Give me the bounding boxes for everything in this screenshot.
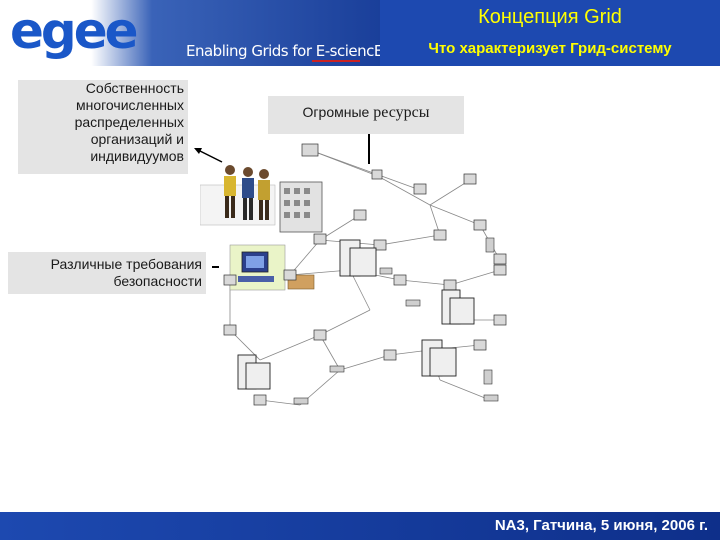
secure-workstation-icon (229, 244, 315, 291)
people-illustration (200, 165, 276, 226)
slide-header: egee Enabling Grids for E-sciencE Концеп… (0, 0, 720, 66)
title-banner: Концепция Grid Что характеризует Грид-си… (380, 0, 720, 66)
logo-banner: egee Enabling Grids for E-sciencE (0, 0, 383, 66)
logo-tagline: Enabling Grids for E-sciencE (186, 42, 383, 60)
resources-prefix: Огромные (302, 104, 370, 120)
security-line: Различные требования (50, 256, 202, 272)
ownership-line: распределенных (74, 114, 184, 130)
ownership-callout: Собственность многочисленных распределен… (18, 80, 188, 174)
ownership-line: индивидуумов (90, 148, 184, 164)
grid-network-diagram (200, 143, 507, 406)
footer-caption: NA3, Гатчина, 5 июня, 2006 г. (494, 517, 708, 534)
ownership-line: многочисленных (75, 97, 184, 113)
server-tower-icons (237, 239, 475, 390)
slide-title: Концепция Grid (478, 6, 622, 28)
building-icon (279, 181, 323, 233)
ownership-arrow (194, 148, 223, 163)
peripheral-icons (293, 237, 499, 405)
computer-icons (223, 143, 507, 406)
ownership-line: организаций и (90, 131, 184, 147)
egee-logo: egee (10, 2, 139, 60)
resources-word: ресурсы (373, 104, 430, 121)
slide-footer: NA3, Гатчина, 5 июня, 2006 г. (0, 512, 720, 540)
slide-subtitle: Что характеризует Грид-систему (428, 40, 672, 57)
security-dash (212, 266, 219, 268)
security-callout: Различные требования безопасности (8, 252, 206, 294)
resources-callout: Огромные ресурсы (268, 96, 464, 134)
security-line: безопасности (113, 273, 202, 289)
resources-pointer (368, 134, 370, 164)
tagline-underline (312, 60, 360, 62)
ownership-line: Собственность (85, 80, 184, 96)
